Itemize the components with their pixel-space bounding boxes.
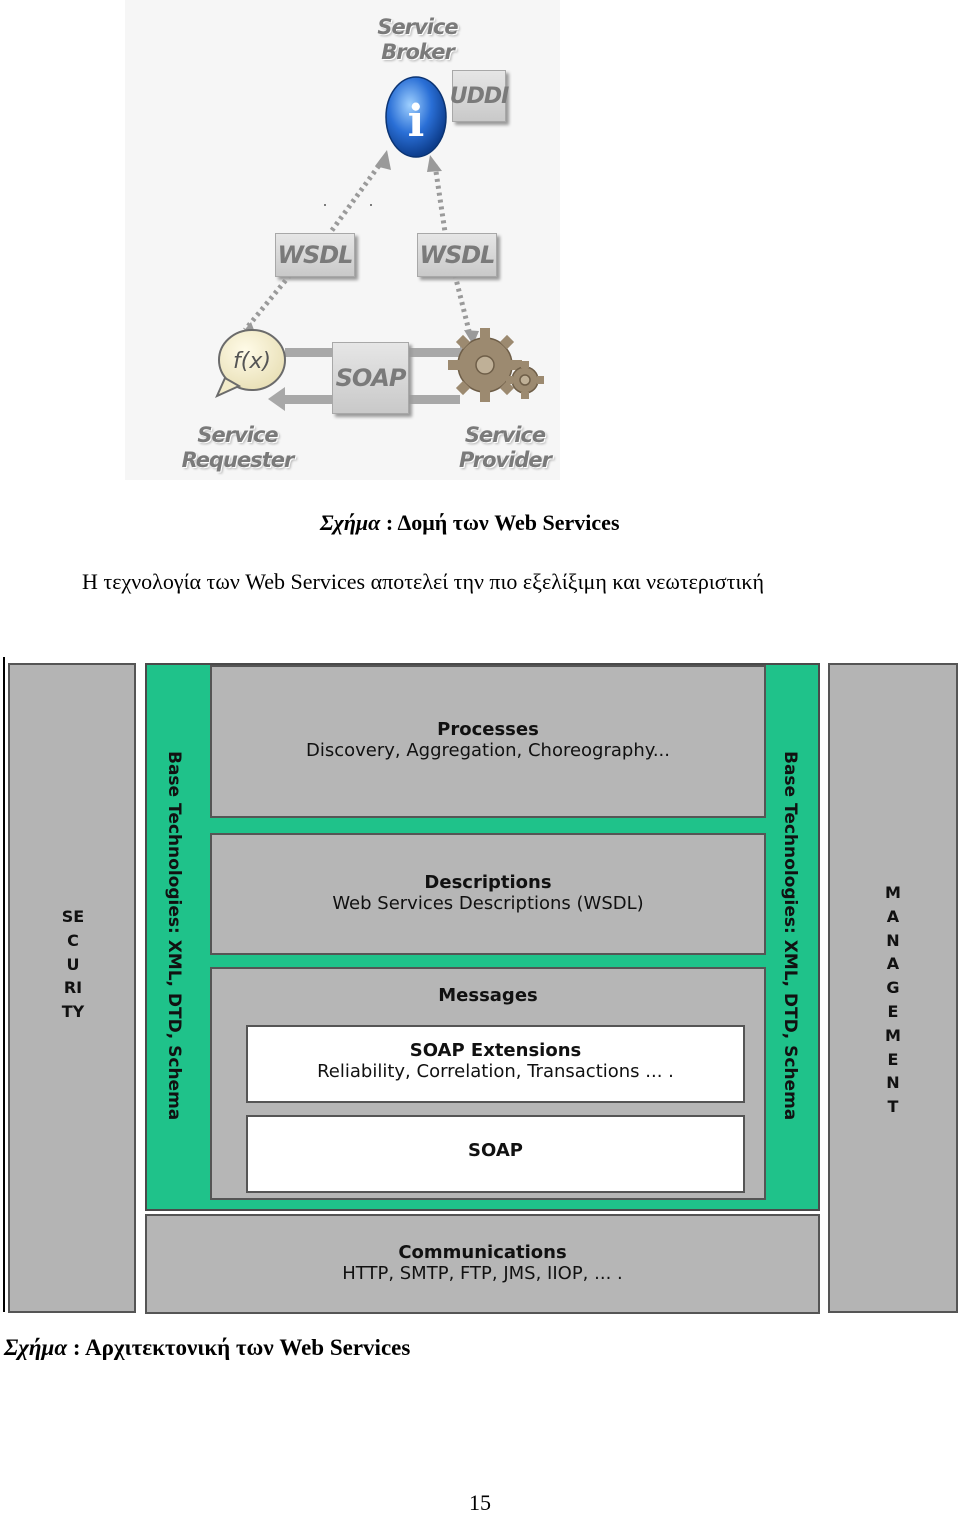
wsdl-box-right: WSDL (417, 233, 497, 277)
soap-extensions-title: SOAP Extensions (409, 1040, 582, 1061)
broker-line-2: Broker (381, 40, 455, 64)
caption-prefix: Σχήμα (4, 1335, 68, 1360)
dotted-links (243, 158, 473, 336)
base-technologies-left-label: Base Technologies: XML, DTD, Schema (164, 751, 184, 1121)
security-label: SECURITY (61, 907, 85, 1022)
page-number: 15 (469, 1490, 491, 1515)
descriptions-subtitle: Web Services Descriptions (WSDL) (332, 893, 644, 914)
security-column: SECURITY (8, 663, 136, 1313)
soap-extensions-layer: SOAP Extensions Reliability, Correlation… (246, 1025, 745, 1103)
communications-title: Communications (398, 1242, 567, 1263)
caption-text: : Αρχιτεκτονική των Web Services (67, 1335, 411, 1360)
wsdl-box-left: WSDL (275, 233, 355, 277)
figure-caption-architecture: Σχήμα : Αρχιτεκτονική των Web Services (4, 1335, 410, 1361)
figure-left-edge (3, 657, 5, 1312)
figure-caption-structure: Σχήμα : Δομή των Web Services (320, 510, 620, 536)
management-column: MANAGEMENT (828, 663, 958, 1313)
descriptions-title: Descriptions (424, 872, 552, 893)
base-technologies-right-label: Base Technologies: XML, DTD, Schema (780, 751, 800, 1121)
management-label: MANAGEMENT (885, 883, 901, 1117)
broker-line-1: Service (377, 15, 458, 39)
gears-icon (448, 328, 544, 402)
uddi-label: UDDI (449, 83, 510, 109)
soap-box: SOAP (332, 342, 409, 414)
web-services-architecture-figure: SECURITY MANAGEMENT Base Technologies: X… (0, 655, 960, 1320)
structure-connectors: i f(x) (215, 76, 544, 411)
soap-extensions-subtitle: Reliability, Correlation, Transactions .… (317, 1061, 674, 1082)
provider-line-2: Provider (458, 448, 552, 472)
uddi-box: UDDI (449, 70, 510, 122)
info-icon: i (385, 76, 447, 158)
messages-title: Messages (438, 985, 538, 1006)
requester-line-1: Service (197, 423, 278, 447)
soap-layer: SOAP (246, 1115, 745, 1193)
service-provider-label: Service Provider (450, 423, 560, 473)
body-paragraph: Η τεχνολογία των Web Services αποτελεί τ… (82, 569, 765, 594)
wsdl-right-label: WSDL (419, 241, 496, 269)
caption-prefix: Σχήμα (320, 510, 381, 535)
info-letter: i (408, 96, 425, 147)
service-requester-label: Service Requester (175, 423, 300, 473)
communications-subtitle: HTTP, SMTP, FTP, JMS, IIOP, ... . (342, 1263, 623, 1284)
communications-layer: Communications HTTP, SMTP, FTP, JMS, IIO… (145, 1214, 820, 1314)
descriptions-layer: Descriptions Web Services Descriptions (… (210, 833, 766, 955)
soap-label: SOAP (335, 364, 407, 392)
processes-layer: Processes Discovery, Aggregation, Choreo… (210, 665, 766, 818)
caption-text: : Δομή των Web Services (380, 510, 620, 535)
function-bubble-icon: f(x) (215, 329, 286, 398)
svg-text:f(x): f(x) (233, 349, 271, 374)
service-broker-label: Service Broker (365, 15, 470, 65)
wsdl-left-label: WSDL (277, 241, 354, 269)
processes-title: Processes (437, 719, 539, 740)
soap-title: SOAP (468, 1140, 523, 1161)
requester-line-2: Requester (181, 448, 295, 472)
web-services-structure-figure: i f(x) (125, 0, 560, 480)
processes-subtitle: Discovery, Aggregation, Choreography... (305, 740, 671, 761)
provider-line-1: Service (464, 423, 546, 447)
